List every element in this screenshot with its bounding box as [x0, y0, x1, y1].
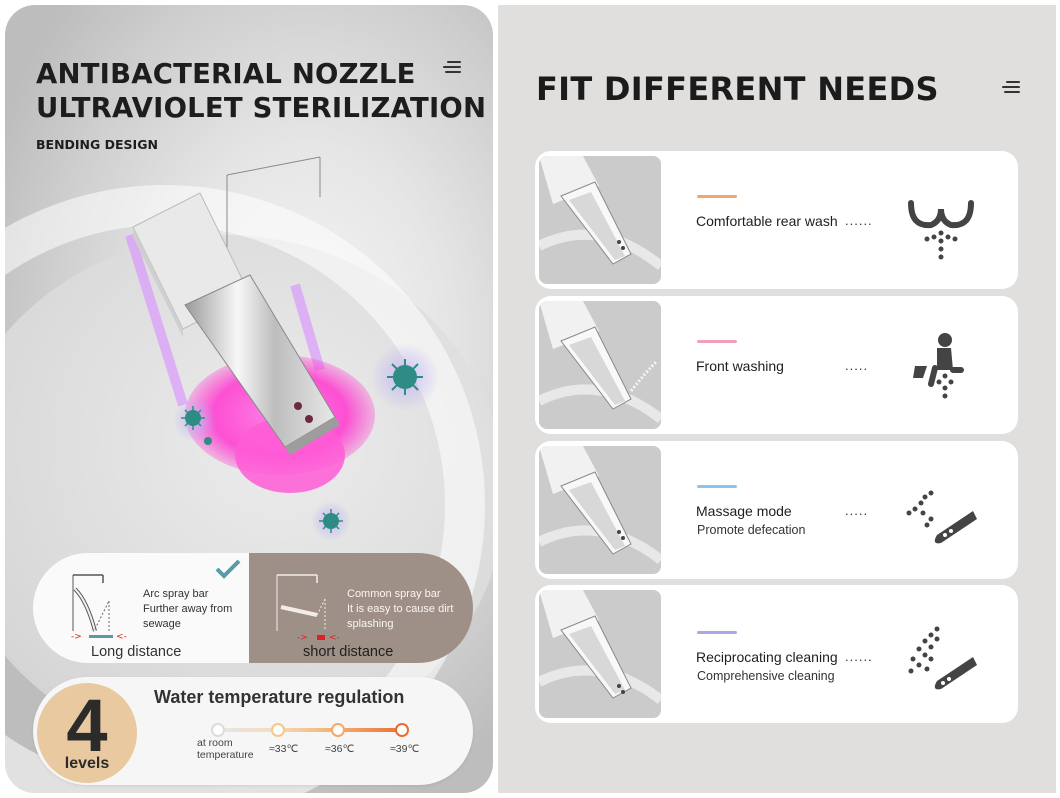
front-washing-label: Front washing — [696, 358, 784, 374]
mode-card-massage[interactable]: Massage mode Promote defecation ..... — [535, 441, 1018, 579]
temperature-level-39[interactable] — [395, 723, 409, 737]
germ-icon — [311, 501, 351, 541]
rear-wash-accent — [697, 195, 737, 198]
massage-icon — [906, 490, 977, 544]
menu-icon[interactable] — [439, 61, 461, 75]
reciprocating-accent — [697, 631, 737, 634]
front-washing-accent — [697, 340, 737, 343]
mode-card-reciprocating[interactable]: Reciprocating cleaning Comprehensive cle… — [535, 585, 1018, 723]
label-39c: ≈39℃ — [390, 743, 420, 755]
nozzle-photo — [539, 590, 661, 718]
label-33c: ≈33℃ — [269, 743, 299, 755]
uv-nozzle-illustration — [125, 156, 439, 541]
arc-spray-bar-diagram: -> <- — [71, 574, 127, 642]
reciprocating-icon — [908, 626, 977, 690]
label-36c: ≈36℃ — [325, 743, 355, 755]
common-spray-bar-text: Common spray bar It is easy to cause dir… — [347, 588, 454, 630]
arc-spray-bar-text: Arc spray bar Further away from sewage — [143, 588, 233, 630]
temperature-level-33[interactable] — [271, 723, 285, 737]
reciprocating-sub: Comprehensive cleaning — [697, 669, 835, 683]
temperature-level-36[interactable] — [331, 723, 345, 737]
rear-wash-label: Comfortable rear wash — [696, 213, 838, 229]
rear-wash-dots: ...... — [845, 213, 873, 228]
right-title: FIT DIFFERENT NEEDS — [536, 70, 939, 108]
short-distance-caption: short distance — [303, 644, 394, 660]
spray-bar-comparison: -> <- Arc spray bar Further away from se… — [33, 553, 473, 663]
front-washing-dots: ..... — [845, 358, 869, 373]
svg-text:->: -> — [71, 632, 82, 642]
mode-card-rear-wash[interactable]: Comfortable rear wash ...... — [535, 151, 1018, 289]
check-icon — [215, 559, 241, 579]
nozzle-photo — [539, 156, 661, 284]
massage-dots: ..... — [845, 503, 869, 518]
long-distance-caption: Long distance — [91, 644, 182, 660]
arc-spray-bar-panel: -> <- Arc spray bar Further away from se… — [33, 553, 249, 663]
water-temperature-title: Water temperature regulation — [154, 687, 405, 707]
reciprocating-label: Reciprocating cleaning — [696, 649, 838, 665]
nozzle-photo — [539, 301, 661, 429]
massage-label: Massage mode — [696, 503, 792, 519]
massage-accent — [697, 485, 737, 488]
common-spray-bar-panel: -> <- Common spray bar It is easy to cau… — [249, 553, 473, 663]
levels-number: 4 — [66, 684, 108, 767]
front-wash-icon — [913, 333, 964, 399]
temperature-level-room[interactable] — [211, 723, 225, 737]
germ-icon — [173, 398, 217, 445]
nozzle-photo — [539, 446, 661, 574]
common-spray-bar-diagram: -> <- — [276, 574, 340, 643]
left-title-line1: ANTIBACTERIAL NOZZLE — [36, 58, 416, 90]
rear-wash-icon — [908, 200, 974, 260]
svg-text:->: -> — [297, 633, 308, 643]
label-room-temperature: at room temperature — [197, 737, 254, 761]
left-panel: ANTIBACTERIAL NOZZLE ULTRAVIOLET STERILI… — [5, 5, 493, 793]
massage-sub: Promote defecation — [697, 523, 806, 537]
water-temperature-panel: 4 levels Water temperature regulation at… — [33, 677, 473, 785]
levels-word: levels — [64, 755, 110, 772]
mode-card-front-washing[interactable]: Front washing ..... — [535, 296, 1018, 434]
svg-text:<-: <- — [116, 632, 127, 642]
svg-text:<-: <- — [329, 633, 340, 643]
menu-icon[interactable] — [998, 81, 1020, 95]
right-panel: FIT DIFFERENT NEEDS Comfortable rear was… — [498, 5, 1056, 793]
left-title: ANTIBACTERIAL NOZZLE ULTRAVIOLET STERILI… — [36, 57, 486, 125]
germ-icon — [371, 343, 439, 411]
levels-badge: 4 levels — [37, 683, 137, 783]
left-title-line2: ULTRAVIOLET STERILIZATION — [36, 92, 487, 124]
temperature-gradient-bar — [216, 728, 408, 732]
reciprocating-dots: ...... — [845, 649, 873, 664]
left-subtitle: BENDING DESIGN — [36, 137, 158, 152]
